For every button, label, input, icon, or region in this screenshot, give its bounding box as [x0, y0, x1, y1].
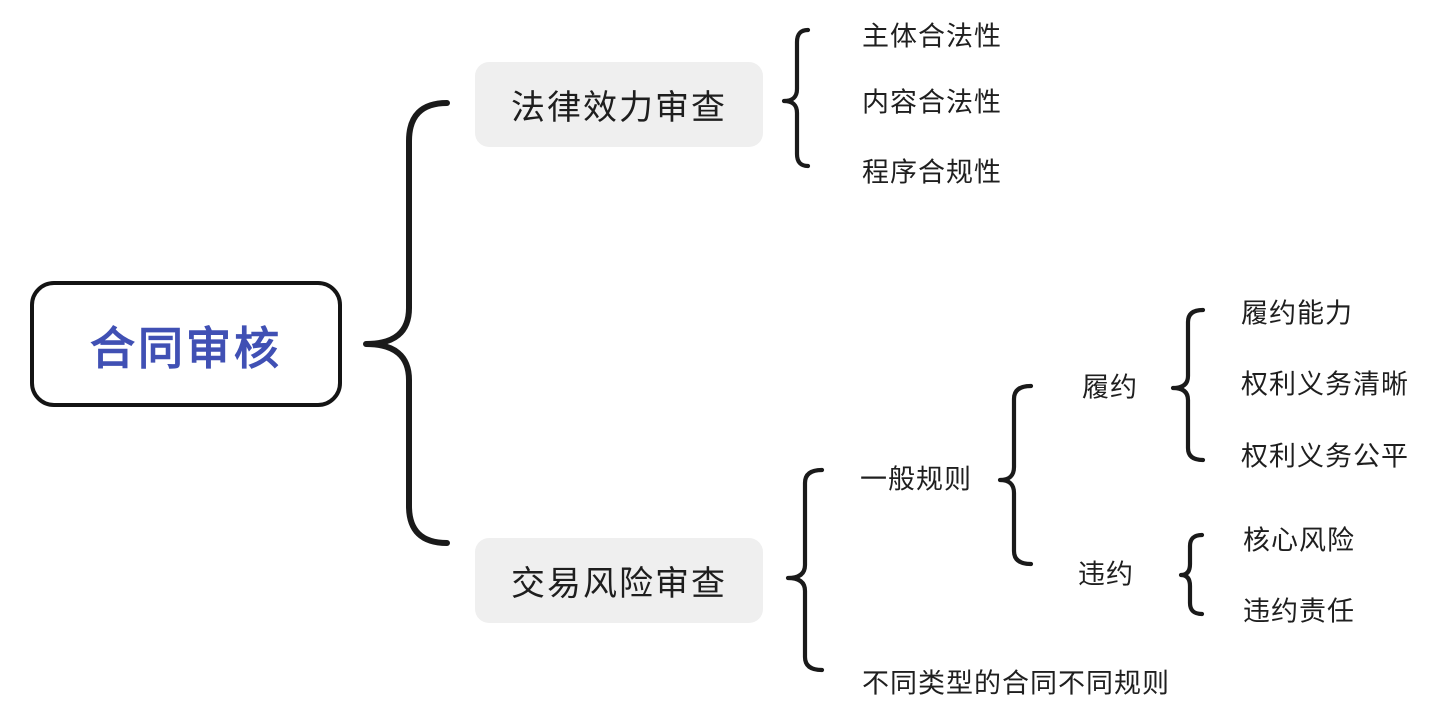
node-rights-obligations-clarity[interactable]: 权利义务清晰 [1241, 369, 1409, 400]
node-procedural-compliance[interactable]: 程序合规性 [862, 157, 1002, 188]
node-breach[interactable]: 违约 [1078, 559, 1134, 590]
brace-general-rules [997, 383, 1034, 567]
node-general-rules[interactable]: 一般规则 [860, 464, 972, 495]
branch-node-transaction-risk-review[interactable]: 交易风险审查 [475, 538, 763, 623]
node-content-legality[interactable]: 内容合法性 [862, 87, 1002, 118]
node-rights-obligations-fairness[interactable]: 权利义务公平 [1241, 441, 1409, 472]
branch-node-label: 法律效力审查 [511, 89, 727, 127]
node-performance[interactable]: 履约 [1082, 372, 1138, 403]
brace-root [363, 100, 450, 546]
root-node-label: 合同审核 [89, 322, 282, 374]
brace-breach [1178, 532, 1205, 617]
node-core-risk[interactable]: 核心风险 [1243, 525, 1355, 556]
brace-performance [1170, 307, 1206, 463]
brace-legal-review [781, 27, 811, 169]
brace-risk-review [785, 467, 825, 673]
root-node-contract-review[interactable]: 合同审核 [30, 281, 342, 407]
node-different-contract-types-different-rules[interactable]: 不同类型的合同不同规则 [862, 668, 1170, 699]
branch-node-legal-validity-review[interactable]: 法律效力审查 [475, 62, 763, 147]
node-breach-liability[interactable]: 违约责任 [1243, 596, 1355, 627]
branch-node-label: 交易风险审查 [511, 565, 727, 603]
node-performance-capability[interactable]: 履约能力 [1241, 298, 1353, 329]
node-subject-legality[interactable]: 主体合法性 [862, 21, 1002, 52]
